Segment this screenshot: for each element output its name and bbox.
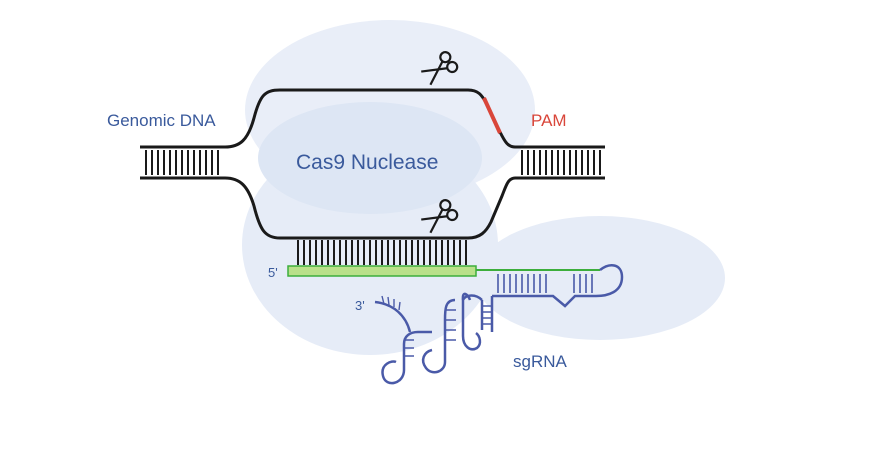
scissors-icon [421,199,459,234]
five-prime-label: 5' [268,265,278,280]
guide-target-base-pairs [297,240,467,265]
scissors-blade-1 [429,61,444,86]
sgrna-hairpin-2 [421,292,472,374]
sgrna-hairpin-1 [461,294,483,351]
scissors-ring-1 [439,51,452,64]
dna-left-duplex [140,145,225,180]
sgrna-hairpin-2-rungs [446,309,456,341]
scissors-ring-2 [446,208,459,222]
scissors-blade-2 [421,215,448,221]
sgrna-label: sgRNA [513,352,568,371]
sgrna-nexus-rungs [482,305,492,325]
scissors-ring-2 [446,60,459,74]
scissors-ring-1 [439,199,452,212]
dna-left-rungs [145,150,219,175]
dna-bottom-strand-bubble [224,176,516,240]
guide-spacer-bar [287,265,477,277]
dna-top-strand-bubble [224,88,516,149]
dna-right-rungs [521,150,601,175]
sgrna-hairpin-3 [381,330,432,385]
dna-right-duplex [515,145,605,180]
cas9-protein [242,20,725,355]
scissors-icon [421,51,459,86]
pam-label: PAM [531,111,567,130]
sgrna-3prime-tail-rungs [381,295,401,311]
pam-segment [482,97,502,134]
sgrna-upper-stem-loop [492,264,624,308]
genomic-dna-label: Genomic DNA [107,111,216,130]
three-prime-label: 3' [355,298,365,313]
sgrna-scaffold [374,264,624,385]
scissors-blade-1 [429,209,444,234]
sgrna-upper-stem-rungs [497,274,593,293]
cas9-label: Cas9 Nuclease [296,151,438,174]
sgrna-nexus [480,296,494,332]
sgrna-3prime-tail [374,300,412,333]
cas9-lobe-right [475,216,725,340]
cas9-lobe-center [258,102,482,214]
sgrna-hairpin-3-rungs [404,339,414,357]
scissors-blade-2 [421,67,448,73]
